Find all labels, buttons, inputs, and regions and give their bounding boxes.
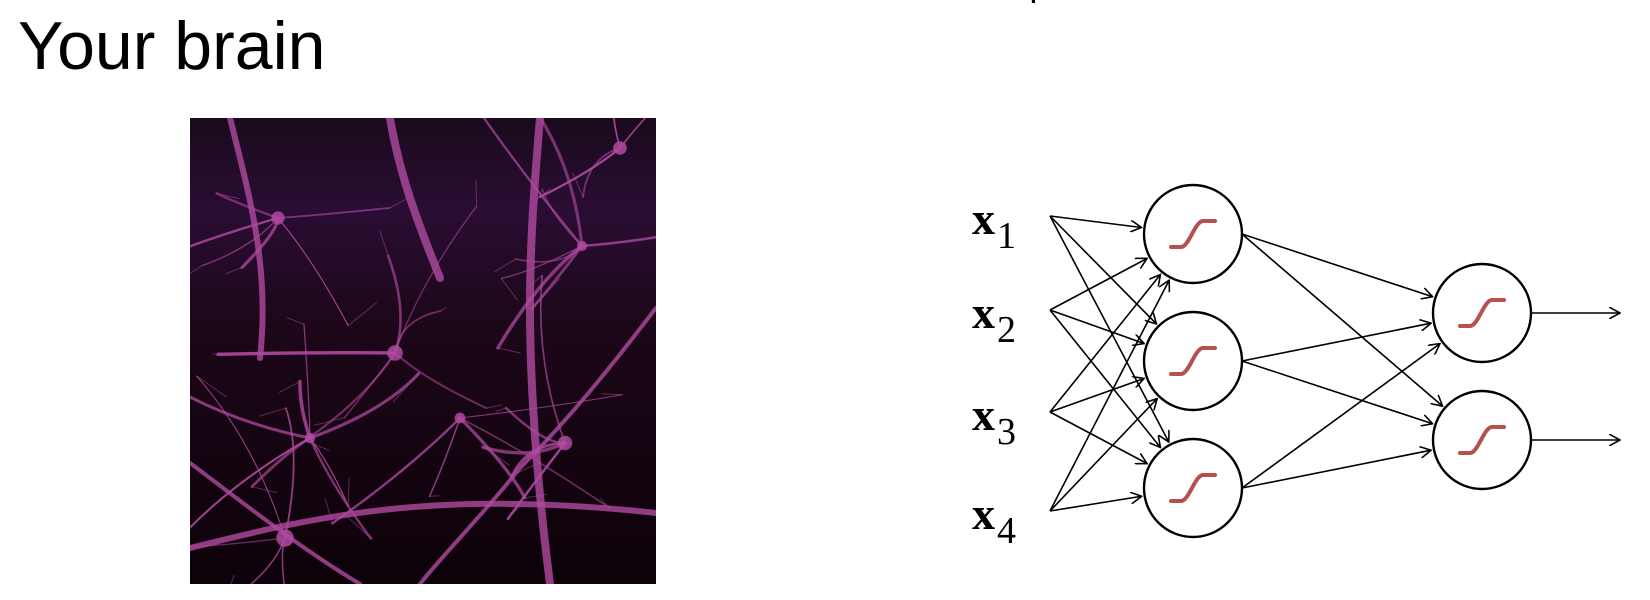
edge-hidden-3-to-output-1: [1241, 344, 1440, 489]
neurons-image: [190, 118, 656, 584]
edge-input-4-to-hidden-3: [1049, 496, 1142, 512]
input-label-x4: x4: [972, 488, 1016, 552]
edge-input-3-to-hidden-2: [1049, 378, 1144, 413]
sigmoid-icon: [1458, 425, 1506, 455]
input-label-x2: x2: [972, 287, 1016, 351]
neurons-illustration: [190, 118, 656, 584]
slide-title: Your brain: [18, 8, 326, 84]
edge-hidden-3-to-output-2: [1241, 450, 1431, 489]
input-label-x3: x3: [972, 389, 1016, 453]
sigmoid-icon: [1169, 346, 1217, 376]
edge-input-3-to-hidden-3: [1049, 411, 1147, 464]
edge-input-4-to-hidden-2: [1049, 399, 1157, 512]
edge-input-2-to-hidden-3: [1049, 309, 1160, 447]
sigmoid-icon: [1169, 473, 1217, 503]
cropped-subscript-text: 4: [1020, 0, 1039, 10]
edge-hidden-1-to-output-2: [1241, 233, 1443, 406]
edge-hidden-2-to-output-2: [1241, 360, 1433, 424]
hidden-unit-1: [1142, 183, 1244, 285]
input-label-x1: x1: [972, 193, 1016, 257]
hidden-unit-2: [1142, 310, 1244, 412]
hidden-unit-3: [1142, 437, 1244, 539]
edge-hidden-2-to-output-1: [1241, 323, 1431, 362]
edge-input-2-to-hidden-2: [1049, 309, 1144, 344]
output-unit-1: [1431, 262, 1533, 364]
sigmoid-icon: [1458, 298, 1506, 328]
edge-input-2-to-hidden-1: [1049, 258, 1147, 311]
output-unit-2: [1431, 389, 1533, 491]
sigmoid-icon: [1169, 219, 1217, 249]
edge-hidden-1-to-output-1: [1241, 233, 1433, 297]
edge-input-1-to-hidden-2: [1049, 215, 1156, 324]
edge-input-1-to-hidden-1: [1049, 215, 1141, 228]
edge-input-3-to-hidden-1: [1049, 275, 1160, 413]
edge-input-4-to-hidden-1: [1049, 280, 1169, 512]
